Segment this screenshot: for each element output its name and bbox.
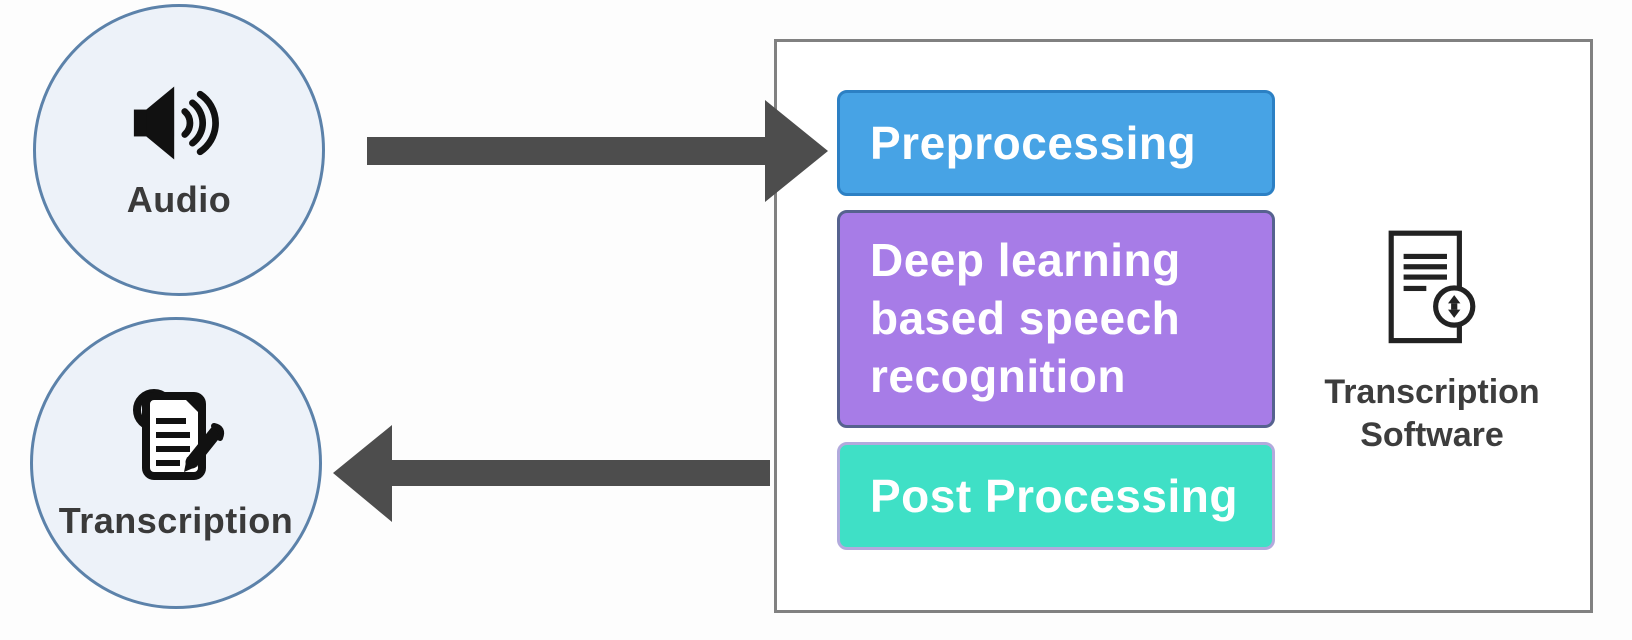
document-pencil-icon: [133, 389, 225, 480]
transcription-software: Transcription Software: [1282, 227, 1582, 456]
step-preprocessing-label: Preprocessing: [870, 117, 1197, 169]
step-preprocessing: Preprocessing: [837, 90, 1275, 196]
step-deep-learning-line2: based speech: [870, 292, 1181, 345]
step-deep-learning-line1: Deep learning: [870, 234, 1181, 287]
transcription-label: Transcription: [58, 500, 294, 541]
step-post-processing-label: Post Processing: [870, 470, 1238, 522]
audio-to-software-arrow: [367, 100, 828, 202]
transcription-node: Transcription: [30, 317, 322, 609]
audio-node: Audio: [33, 4, 325, 296]
transcription-software-label-line1: Transcription: [1324, 373, 1540, 411]
software-to-transcription-arrow: [333, 425, 770, 522]
step-deep-learning: Deep learning based speech recognition: [837, 210, 1275, 428]
step-deep-learning-line3: recognition: [870, 349, 1126, 402]
software-box: Preprocessing Deep learning based speech…: [774, 39, 1593, 613]
document-export-icon: [1388, 230, 1476, 344]
step-post-processing: Post Processing: [837, 442, 1275, 550]
speaker-icon: [133, 86, 219, 160]
transcription-software-label-line2: Software: [1360, 415, 1504, 454]
audio-label: Audio: [126, 179, 232, 220]
transcription-software-label: Transcription Software: [1324, 371, 1539, 456]
